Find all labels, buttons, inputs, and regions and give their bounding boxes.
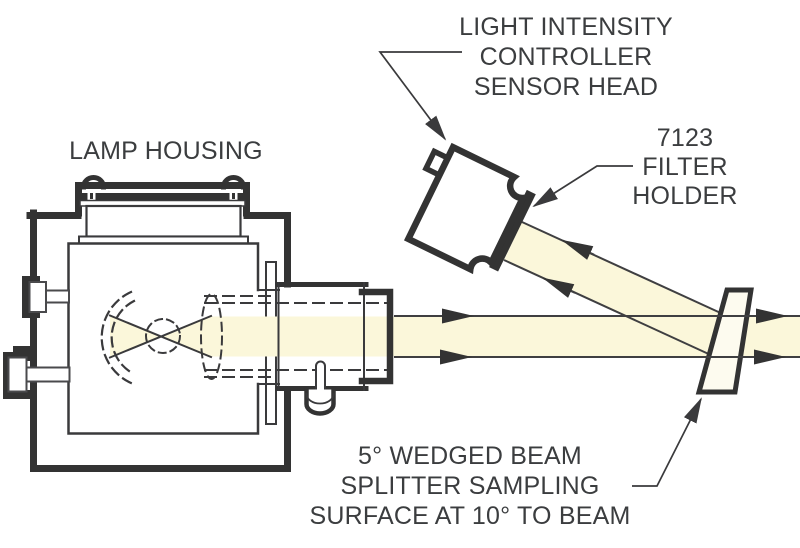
- sampled-beam-diagonal: [503, 221, 727, 357]
- reflector-arc-outer: [100, 290, 133, 385]
- lamp-cone-left: [110, 316, 161, 357]
- sensor-head-label-line1: LIGHT INTENSITY: [459, 13, 673, 41]
- sensor-head-label: LIGHT INTENSITY CONTROLLER SENSOR HEAD: [430, 12, 702, 102]
- beam-direction-arrows: [438, 239, 788, 365]
- lamp-bulb-outline: [145, 318, 181, 354]
- lamp-housing-label: LAMP HOUSING: [46, 136, 286, 166]
- housing-top-cap: [75, 175, 250, 245]
- sensor-head-drawing: [403, 142, 536, 275]
- leader-beam-splitter: [632, 397, 702, 487]
- beam-splitter-label: 5° WEDGED BEAM SPLITTER SAMPLING SURFACE…: [290, 441, 650, 531]
- collimator-cap-bracket: [358, 288, 394, 385]
- leader-sensor-head: [378, 51, 462, 141]
- lamp-housing-label-line1: LAMP HOUSING: [69, 137, 263, 165]
- left-connector-upper: [22, 276, 70, 318]
- filter-holder-label: 7123 FILTER HOLDER: [615, 124, 755, 211]
- housing-outer-wall: [30, 209, 291, 472]
- beam-splitter-label-line2: SPLITTER SAMPLING: [340, 472, 600, 500]
- cap-collar: [85, 204, 242, 238]
- sensor-head-body: [403, 142, 529, 275]
- lamp-housing-drawing: [3, 175, 394, 472]
- filter-holder-label-line1: 7123: [656, 124, 714, 152]
- cap-bracket: [75, 182, 250, 217]
- condenser-lens-outline: [200, 293, 223, 380]
- filter-holder-label-line2: FILTER: [642, 153, 728, 181]
- inner-lamp-box: [67, 242, 260, 435]
- filter-holder-label-line3: HOLDER: [632, 182, 738, 210]
- label-leaders: [378, 51, 702, 487]
- diagonal-beam-edge-bottom: [503, 259, 714, 357]
- cap-notch-left-pin: [90, 193, 93, 199]
- left-connector-lower: [3, 346, 71, 399]
- housing-top-right-shelf: [243, 212, 291, 288]
- cap-dark-bar: [80, 193, 245, 200]
- lamp-cone-right: [161, 316, 211, 357]
- beam-arrow-diag-top: [561, 239, 595, 260]
- reflector-arc-inner: [110, 299, 136, 376]
- cone-ray-2: [108, 314, 213, 359]
- beam-splitter-label-line1: 5° WEDGED BEAM: [358, 442, 582, 470]
- filter-holder-plate: [489, 189, 536, 272]
- beam-splitter-label-line3: SURFACE AT 10° TO BEAM: [309, 502, 631, 530]
- diagonal-beam-fill: [504, 222, 727, 356]
- sensor-head-label-line2: CONTROLLER: [479, 43, 653, 71]
- beam-arrow-diag-bottom: [542, 277, 576, 298]
- leader-filter-holder: [532, 165, 633, 208]
- diagonal-beam-edge-top: [521, 221, 726, 316]
- sensor-head-label-line3: SENSOR HEAD: [473, 73, 659, 101]
- thumbscrew: [304, 360, 336, 416]
- cap-notch-right-pin: [232, 193, 235, 199]
